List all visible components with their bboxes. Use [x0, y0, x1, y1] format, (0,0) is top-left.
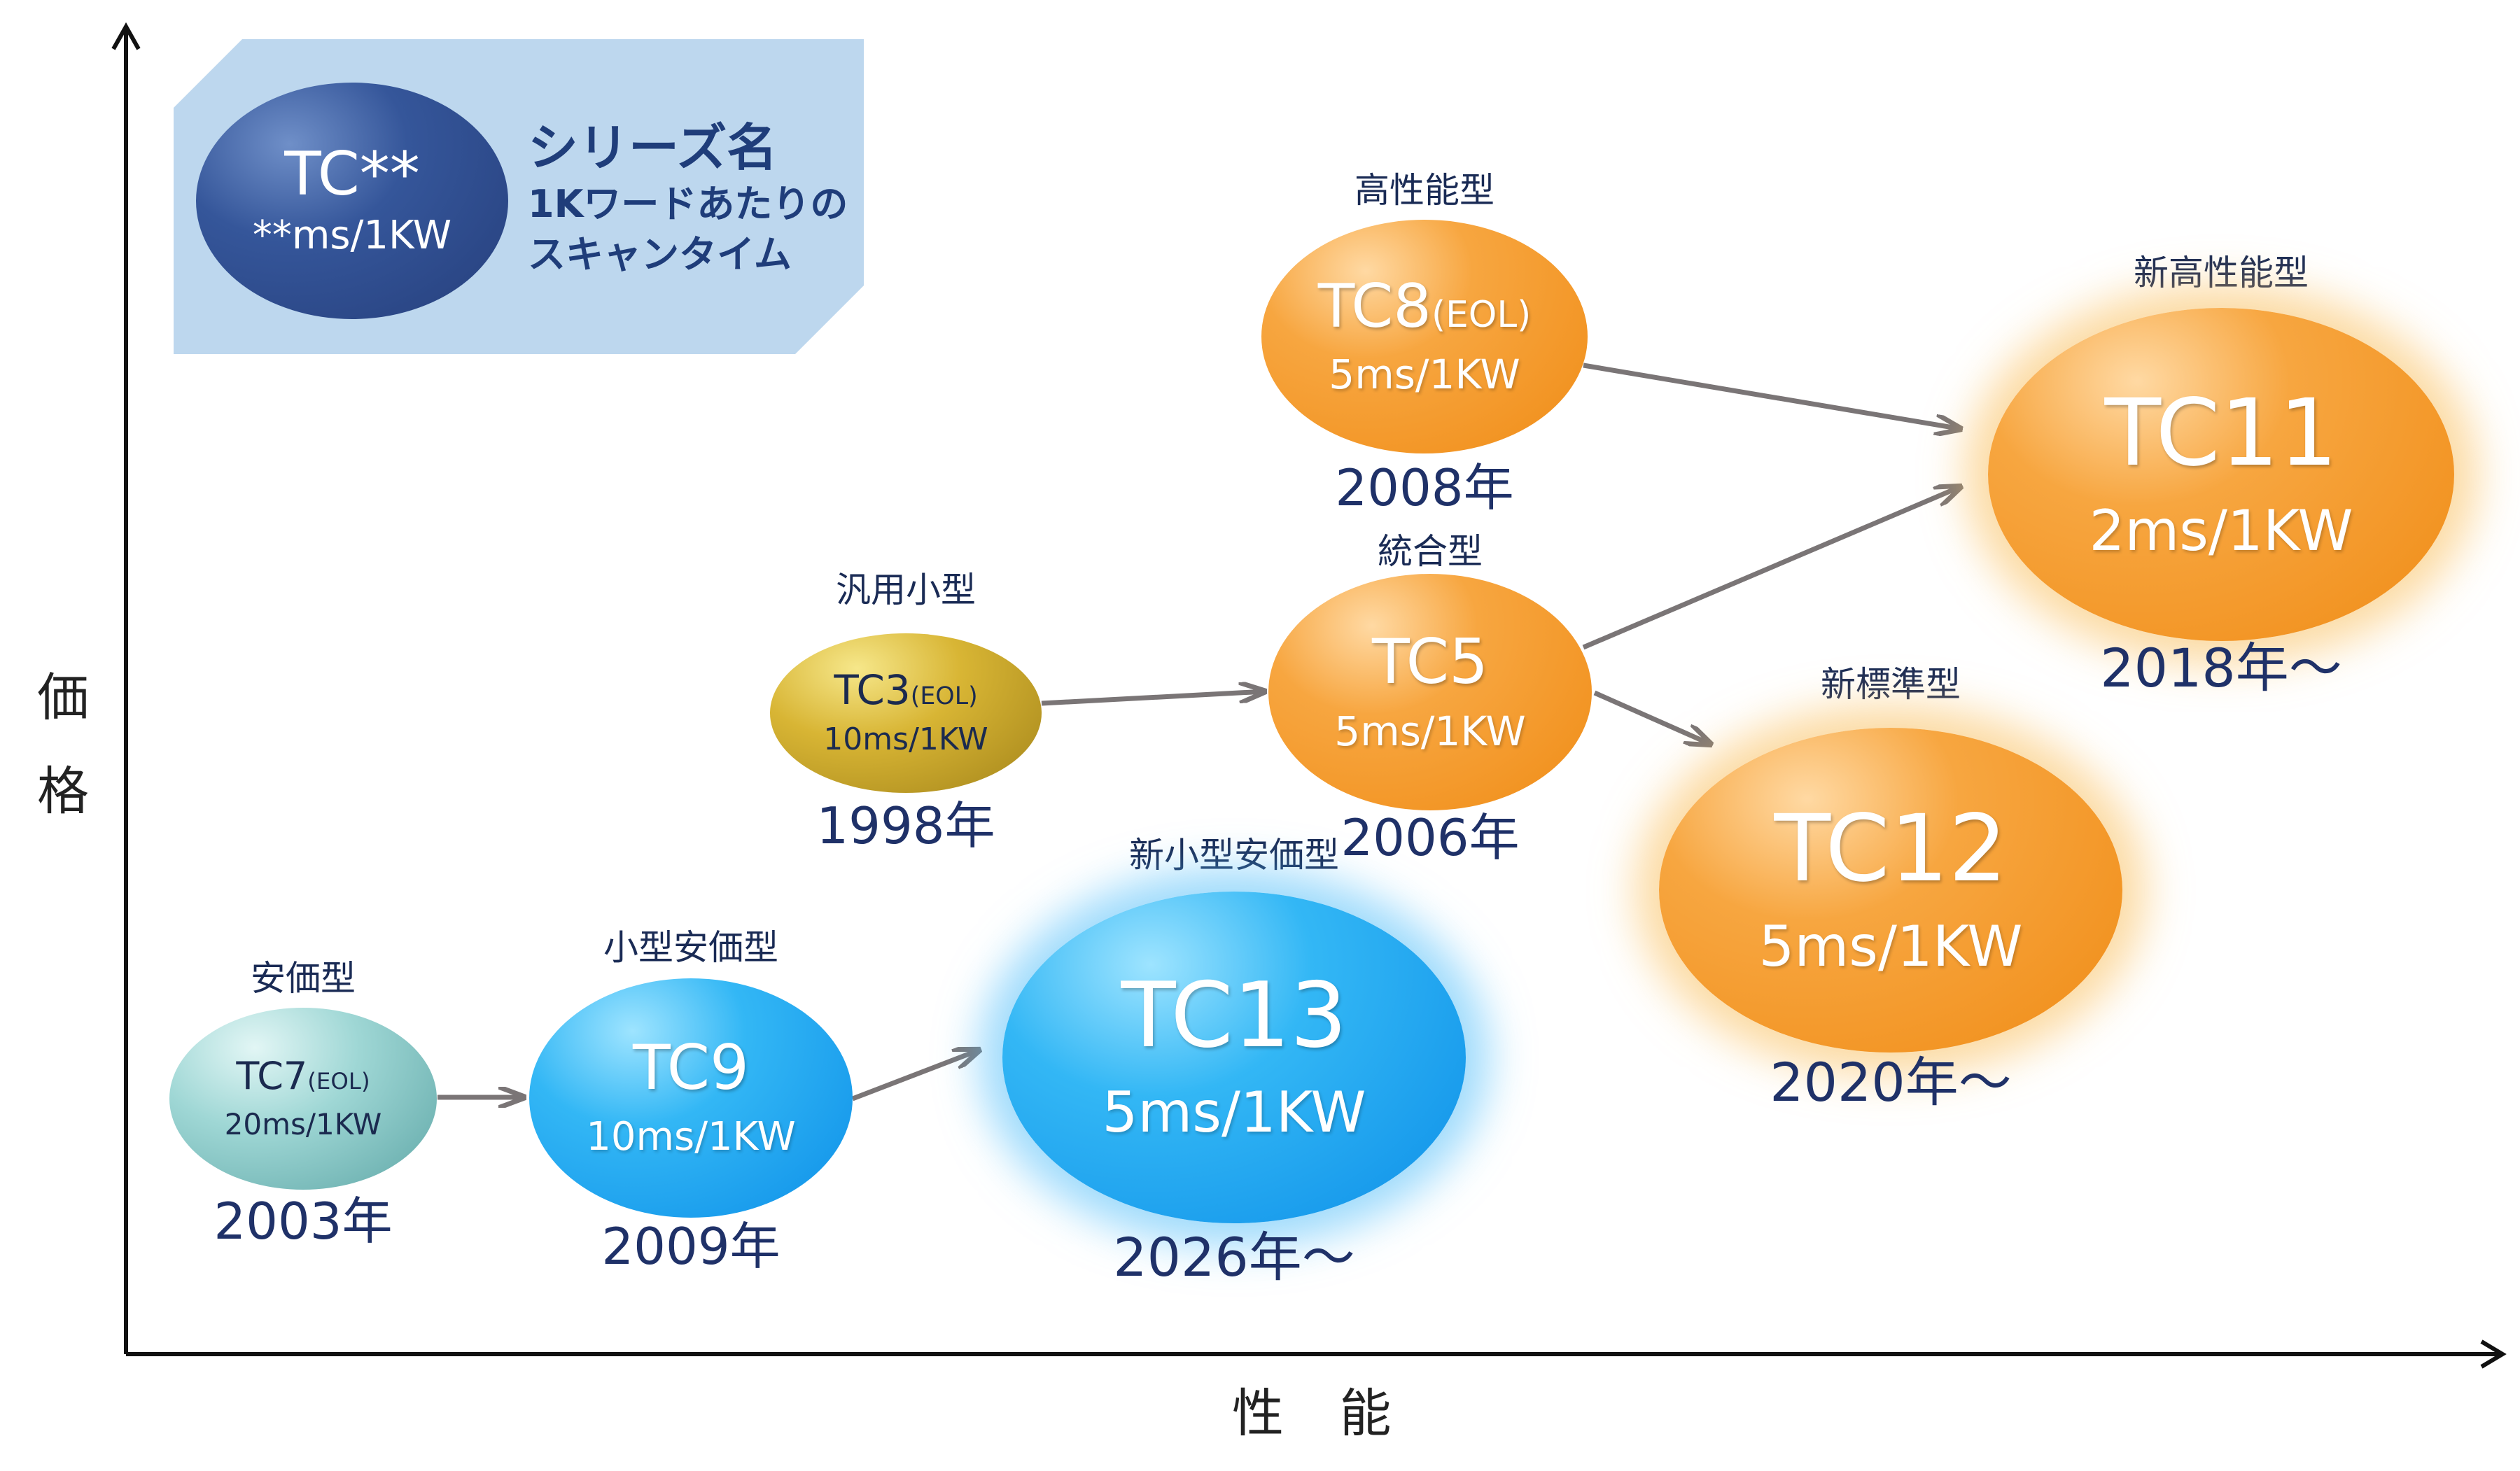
- scan-time: 10ms/1KW: [586, 1113, 796, 1160]
- node-tc13: 新小型安価型 TC13 5ms/1KW 2026年～: [1002, 835, 1466, 1288]
- category-label: 新小型安価型: [1129, 835, 1339, 875]
- y-axis-arrowhead: [111, 22, 141, 50]
- scan-time: 5ms/1KW: [1758, 914, 2023, 979]
- arrow-tc5-tc11: [1582, 486, 1961, 650]
- legend-explanation: シリーズ名 1Kワードあたりの スキャンタイム: [528, 116, 848, 280]
- node-tc8: 高性能型 TC8(EOL) 5ms/1KW 2008年: [1261, 170, 1588, 517]
- release-year: 2026年～: [1113, 1226, 1355, 1288]
- release-year: 2009年: [601, 1217, 780, 1276]
- legend-desc-line2: スキャンタイム: [528, 232, 792, 276]
- arrow-tc5-tc12: [1593, 690, 1712, 745]
- series-ellipse: TC12 5ms/1KW: [1659, 728, 2122, 1053]
- series-name: TC7: [236, 1053, 308, 1098]
- series-name: TC9: [632, 1031, 750, 1104]
- series-name: TC3: [834, 666, 911, 714]
- series-eol-tag: (EOL): [307, 1067, 370, 1095]
- series-name: TC5: [1371, 625, 1489, 698]
- category-label: 安価型: [251, 958, 356, 999]
- category-label: 統合型: [1378, 531, 1483, 572]
- release-year: 2020年～: [1770, 1051, 2012, 1113]
- series-name: TC8: [1317, 272, 1432, 342]
- scan-time: 5ms/1KW: [1329, 351, 1520, 398]
- node-tc3: 汎用小型 TC3(EOL) 10ms/1KW 1998年: [770, 570, 1042, 855]
- series-ellipse: TC13 5ms/1KW: [1002, 892, 1466, 1223]
- scan-time: 5ms/1KW: [1102, 1080, 1366, 1145]
- release-year: 2006年: [1340, 808, 1520, 867]
- category-label: 高性能型: [1354, 170, 1494, 211]
- legend-desc-line1: 1Kワードあたりの: [528, 182, 848, 226]
- series-ellipse: TC5 5ms/1KW: [1268, 574, 1592, 810]
- series-name: TC12: [1774, 795, 2008, 903]
- x-axis-label: 性 能: [1232, 1384, 1411, 1444]
- series-ellipse: TC9 10ms/1KW: [529, 978, 853, 1218]
- scan-time: 10ms/1KW: [823, 721, 988, 757]
- node-tc12: 新標準型 TC12 5ms/1KW 2020年～: [1659, 664, 2122, 1113]
- series-ellipse: TC3(EOL) 10ms/1KW: [770, 633, 1042, 793]
- x-axis-arrowhead: [2480, 1339, 2507, 1369]
- category-label: 新高性能型: [2134, 253, 2309, 293]
- legend-series-label: TC**: [284, 139, 420, 209]
- scan-time: 5ms/1KW: [1334, 707, 1526, 755]
- legend-box: TC** **ms/1KW シリーズ名 1Kワードあたりの スキャンタイム: [174, 39, 864, 354]
- legend-title: シリーズ名: [528, 118, 778, 177]
- category-label: 小型安価型: [603, 927, 778, 968]
- node-tc11: 新高性能型 TC11 2ms/1KW 2018年～: [1988, 253, 2454, 698]
- arrow-tc3-tc5: [1041, 691, 1266, 706]
- legend-scan-label: **ms/1KW: [252, 213, 452, 258]
- release-year: 2008年: [1335, 458, 1514, 517]
- scan-time: 20ms/1KW: [224, 1106, 382, 1141]
- scan-time: 2ms/1KW: [2089, 498, 2353, 563]
- release-year: 2018年～: [2100, 637, 2342, 699]
- series-ellipse: TC8(EOL) 5ms/1KW: [1261, 220, 1588, 453]
- category-label: 汎用小型: [836, 570, 976, 610]
- arrow-tc8-tc11: [1583, 363, 1961, 429]
- node-tc5: 統合型 TC5 5ms/1KW 2006年: [1268, 531, 1592, 867]
- series-name: TC13: [1121, 964, 1348, 1068]
- series-ellipse: TC11 2ms/1KW: [1988, 308, 2454, 641]
- node-tc9: 小型安価型 TC9 10ms/1KW 2009年: [529, 927, 853, 1276]
- release-year: 2003年: [214, 1192, 393, 1251]
- node-tc7: 安価型 TC7(EOL) 20ms/1KW 2003年: [169, 958, 437, 1251]
- series-name: TC11: [2104, 379, 2338, 487]
- release-year: 1998年: [816, 796, 995, 855]
- y-axis-label: 価 格: [37, 668, 89, 822]
- arrow-tc9-tc13: [851, 1050, 980, 1102]
- series-eol-tag: (EOL): [910, 682, 978, 710]
- series-eol-tag: (EOL): [1432, 294, 1532, 336]
- series-ellipse: TC7(EOL) 20ms/1KW: [169, 1008, 437, 1190]
- category-label: 新標準型: [1821, 664, 1961, 705]
- legend-sample-ellipse: TC** **ms/1KW: [196, 83, 508, 319]
